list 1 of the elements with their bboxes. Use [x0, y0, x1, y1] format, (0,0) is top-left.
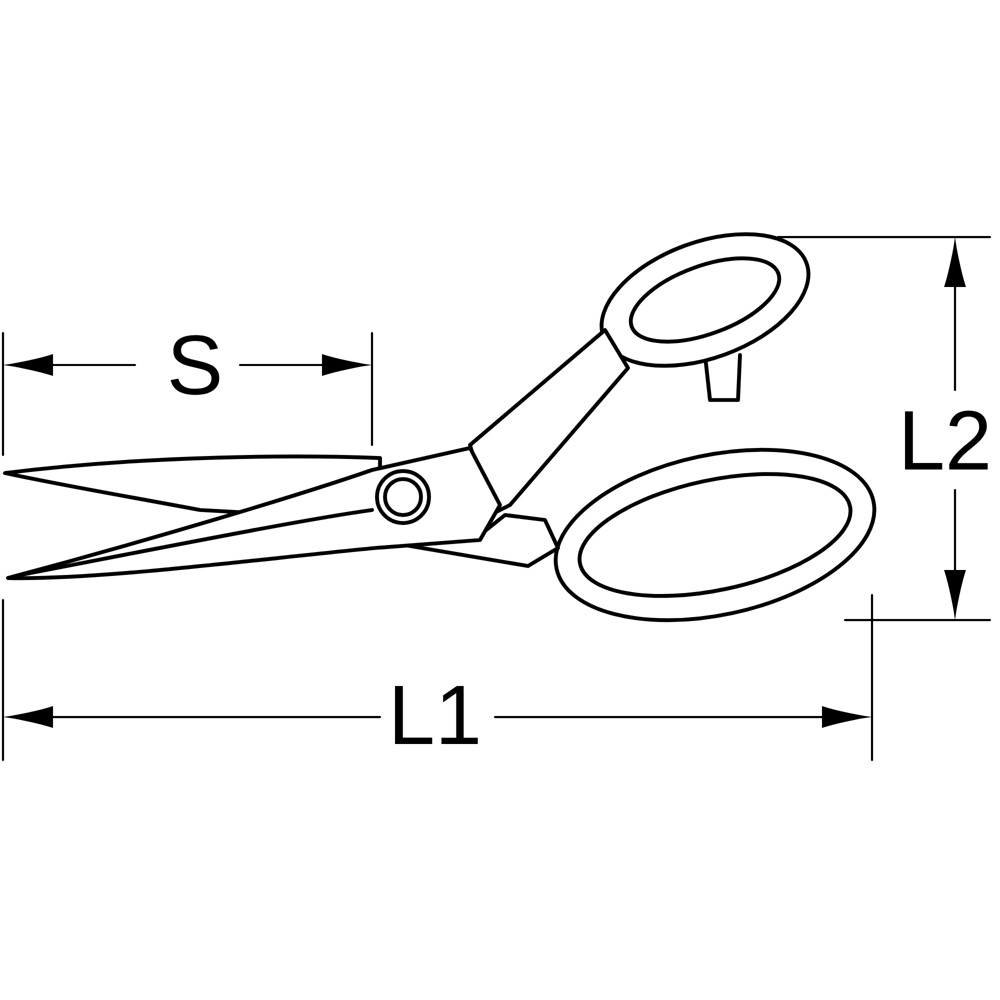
- dimension-label: L2: [905, 410, 988, 470]
